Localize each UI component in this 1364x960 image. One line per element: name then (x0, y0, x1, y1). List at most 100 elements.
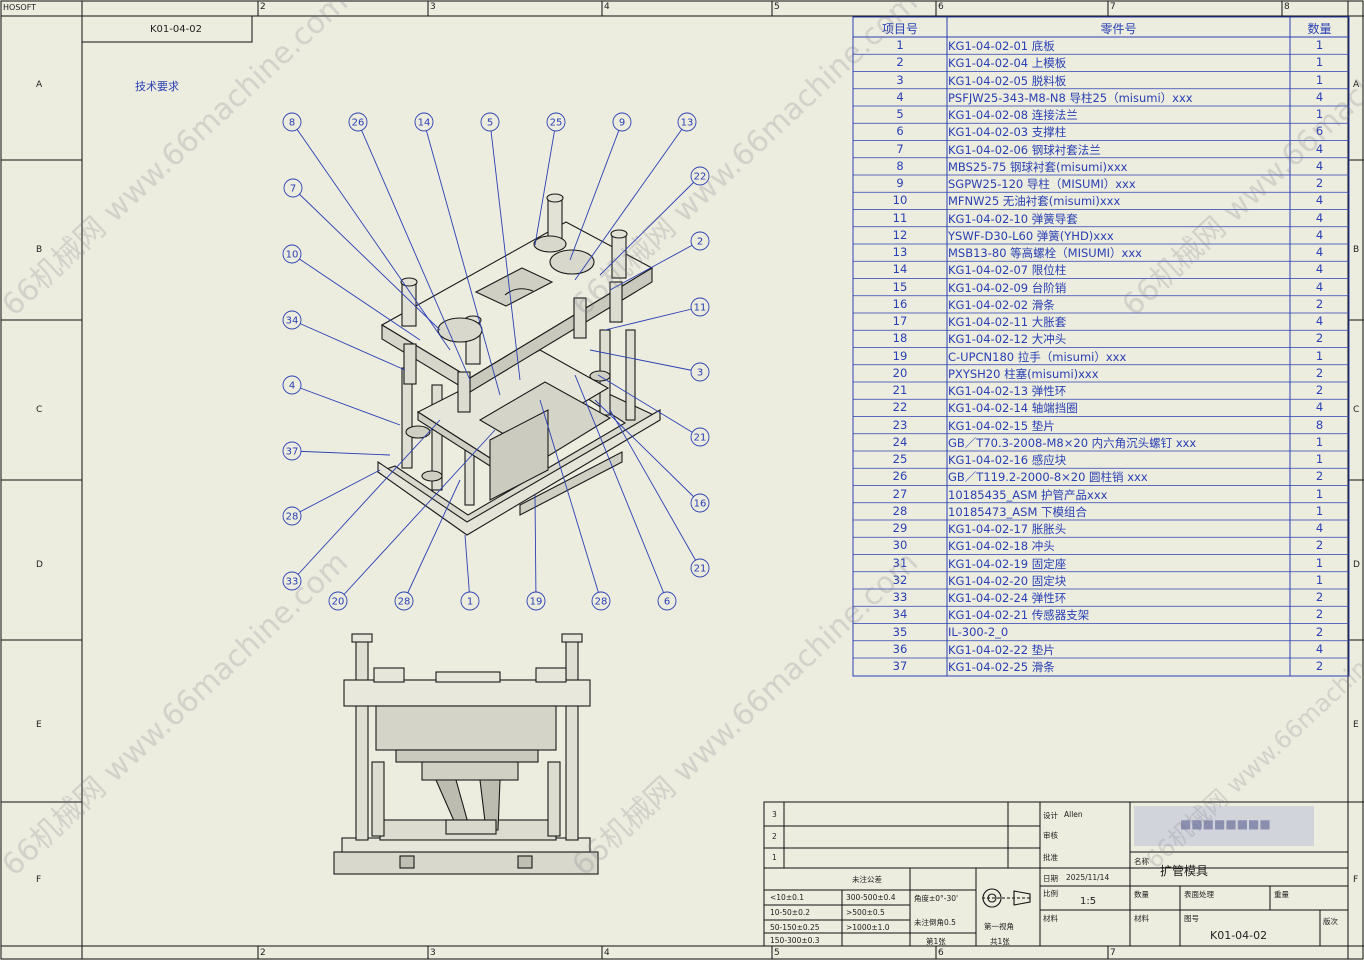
zone-label: C (36, 405, 43, 415)
balloon-leader (291, 450, 391, 456)
bom-item-number: 25 (892, 452, 908, 466)
bom-part-name: 10185473_ASM 下模组合 (948, 504, 1088, 519)
bom-quantity: 4 (1315, 245, 1324, 259)
balloon-number: 8 (289, 118, 295, 129)
bom-item-number: 26 (892, 469, 908, 484)
part-balloon: 11 (690, 297, 710, 317)
part-balloon: 37 (282, 441, 302, 461)
zone-label: D (1353, 560, 1360, 570)
balloon-number: 19 (530, 597, 543, 608)
bom-item-number: 1 (896, 38, 904, 52)
weight-label: 重量 (1274, 890, 1289, 899)
rev-row-1: 1 (772, 853, 777, 862)
part-balloon: 14 (414, 112, 434, 132)
zone-label: 2 (260, 948, 266, 958)
bom-item-number: 16 (892, 296, 908, 311)
bom-part-name: KG1-04-02-19 固定座 (948, 556, 1067, 571)
zone-label: A (36, 80, 43, 90)
balloon-leader (609, 240, 701, 291)
drawing-no-label: 图号 (1184, 914, 1199, 923)
bom-item-number: 21 (892, 383, 908, 397)
part-balloon: 19 (526, 591, 546, 611)
bom-quantity: 1 (1315, 503, 1324, 518)
company-logo-blur (1134, 806, 1314, 846)
balloon-number: 34 (286, 316, 299, 327)
bom-item-number: 15 (892, 279, 908, 294)
bom-quantity: 2 (1315, 469, 1324, 484)
designer-name: Allen (1064, 810, 1083, 819)
bom-quantity: 4 (1315, 141, 1324, 156)
tolerance-4: >500±0.5 (846, 908, 885, 917)
balloon-number: 26 (352, 118, 365, 129)
zone-label: A (1353, 80, 1360, 90)
bom-part-name: 10185435_ASM 护管产品xxx (948, 487, 1108, 502)
bom-part-name: MBS25-75 钢球衬套(misumi)xxx (948, 159, 1128, 174)
balloon-leader (291, 319, 406, 371)
balloon-number: 3 (697, 368, 703, 379)
balloon-number: 20 (332, 597, 345, 608)
bom-item-number: 13 (892, 245, 908, 259)
bom-quantity: 1 (1315, 452, 1324, 466)
bom-item-number: 5 (896, 107, 904, 121)
part-balloon: 10 (282, 244, 302, 264)
part-balloon: 22 (690, 166, 710, 186)
tolerance-6: >1000±1.0 (846, 923, 890, 932)
bom-quantity: 1 (1315, 572, 1324, 587)
balloon-number: 9 (619, 118, 625, 129)
bom-quantity: 4 (1315, 158, 1324, 173)
rev-row-2: 2 (772, 832, 777, 841)
balloon-number: 7 (290, 184, 296, 195)
bom-item-number: 32 (892, 572, 908, 587)
zone-label: E (1353, 720, 1359, 730)
company-name-blurred: ■■■■■■■■ (1180, 817, 1271, 831)
bom-quantity: 1 (1315, 434, 1324, 449)
bom-part-name: KG1-04-02-07 限位柱 (948, 263, 1067, 278)
balloon-leader (604, 306, 701, 331)
drawing-code-box: K01-04-02 (150, 24, 202, 35)
bom-quantity: 2 (1315, 383, 1324, 397)
bom-item-number: 17 (892, 314, 908, 328)
bom-quantity: 2 (1315, 590, 1324, 604)
part-balloon: 20 (328, 591, 348, 611)
part-balloon: 9 (612, 112, 632, 132)
bom-item-number: 11 (892, 210, 908, 225)
bom-part-name: PSFJW25-343-M8-N8 导柱25（misumi）xxx (948, 90, 1193, 105)
projection-label: 第一视角 (984, 922, 1014, 931)
bom-part-name: KG1-04-02-08 连接法兰 (948, 108, 1078, 122)
balloon-leader (291, 121, 451, 351)
bom-quantity: 2 (1315, 659, 1324, 673)
balloon-number: 33 (286, 577, 299, 588)
balloon-leader (337, 429, 496, 602)
bom-part-name: MSB13-80 等高螺栓（MISUMI）xxx (948, 246, 1142, 260)
zone-label: B (36, 245, 43, 255)
balloon-leader (539, 399, 602, 602)
material-label: 材料 (1134, 914, 1149, 923)
part-balloon: 34 (282, 310, 302, 330)
bom-quantity: 4 (1315, 279, 1324, 294)
part-balloon: 3 (690, 362, 710, 382)
bom-part-name: KG1-04-02-16 感应块 (948, 453, 1067, 467)
balloon-leader (574, 374, 668, 602)
bom-item-number: 18 (892, 331, 908, 346)
zone-label: F (36, 875, 42, 885)
bom-part-name: KG1-04-02-11 大胀套 (948, 315, 1067, 329)
balloon-leader (292, 187, 441, 331)
balloon-number: 22 (694, 172, 707, 183)
review-label: 审核 (1043, 831, 1058, 840)
title-block-grid (763, 801, 1349, 947)
bom-item-number: 19 (892, 348, 908, 363)
tolerance-title: 未注公差 (852, 875, 882, 884)
